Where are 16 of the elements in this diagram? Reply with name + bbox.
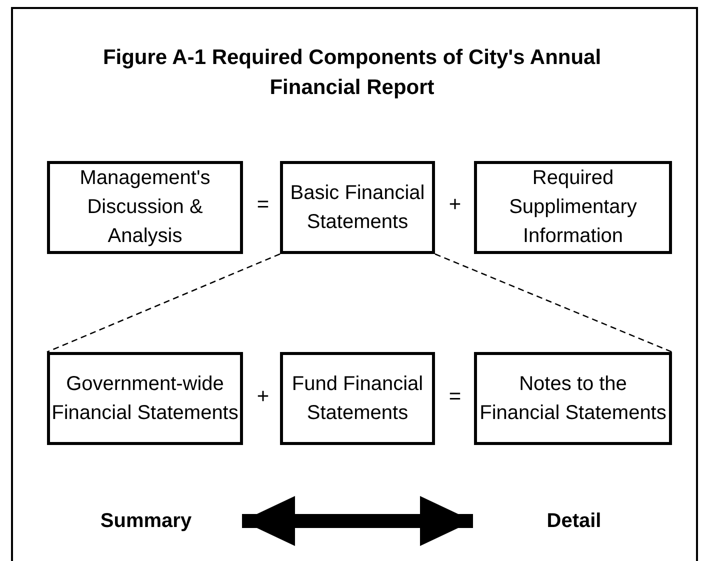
dashed-connector xyxy=(46,253,280,353)
figure-title: Figure A-1 Required Components of City's Annual Financial Report xyxy=(102,45,602,101)
statement-box: Notes to the Financial Statements xyxy=(474,352,672,445)
scale-label: Summary xyxy=(100,508,192,534)
statement-box: Government-wide Financial Statements xyxy=(47,352,243,445)
statement-box: Required Supplimentary Information xyxy=(474,161,672,254)
statement-box: Management's Discussion & Analysis xyxy=(47,161,243,254)
statement-box: Fund Financial Statements xyxy=(280,352,435,445)
scale-label: Detail xyxy=(546,508,602,534)
operator-label: = xyxy=(448,385,462,409)
dashed-connector xyxy=(434,253,672,353)
statement-box: Basic Financial Statements xyxy=(280,161,435,254)
operator-label: + xyxy=(448,193,462,217)
operator-label: = xyxy=(256,193,270,217)
operator-label: + xyxy=(256,385,270,409)
double-arrow xyxy=(242,496,473,546)
